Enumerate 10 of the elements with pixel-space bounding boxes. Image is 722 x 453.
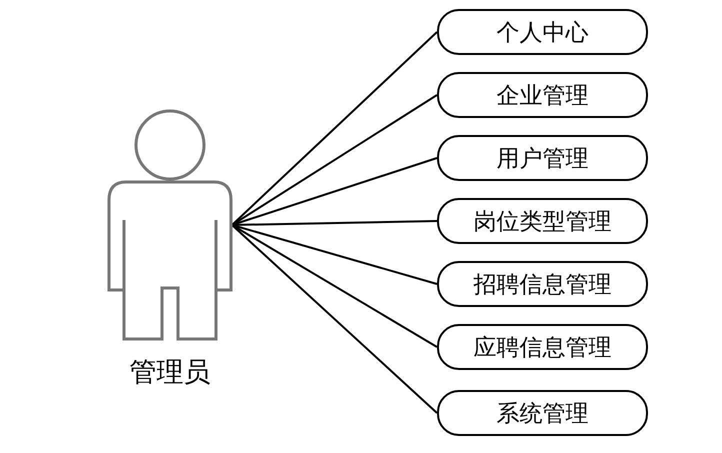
use-case-box: 岗位类型管理 (437, 198, 648, 244)
connector-line (231, 31, 438, 226)
actor-label: 管理员 (130, 356, 210, 390)
use-case-box: 企业管理 (437, 72, 648, 118)
use-case-box: 个人中心 (437, 9, 648, 55)
use-case-box: 用户管理 (437, 135, 648, 181)
use-case-box: 招聘信息管理 (437, 261, 648, 307)
use-case-box: 系统管理 (437, 390, 648, 436)
use-case-box: 应聘信息管理 (437, 324, 648, 370)
connector-line (231, 224, 438, 414)
